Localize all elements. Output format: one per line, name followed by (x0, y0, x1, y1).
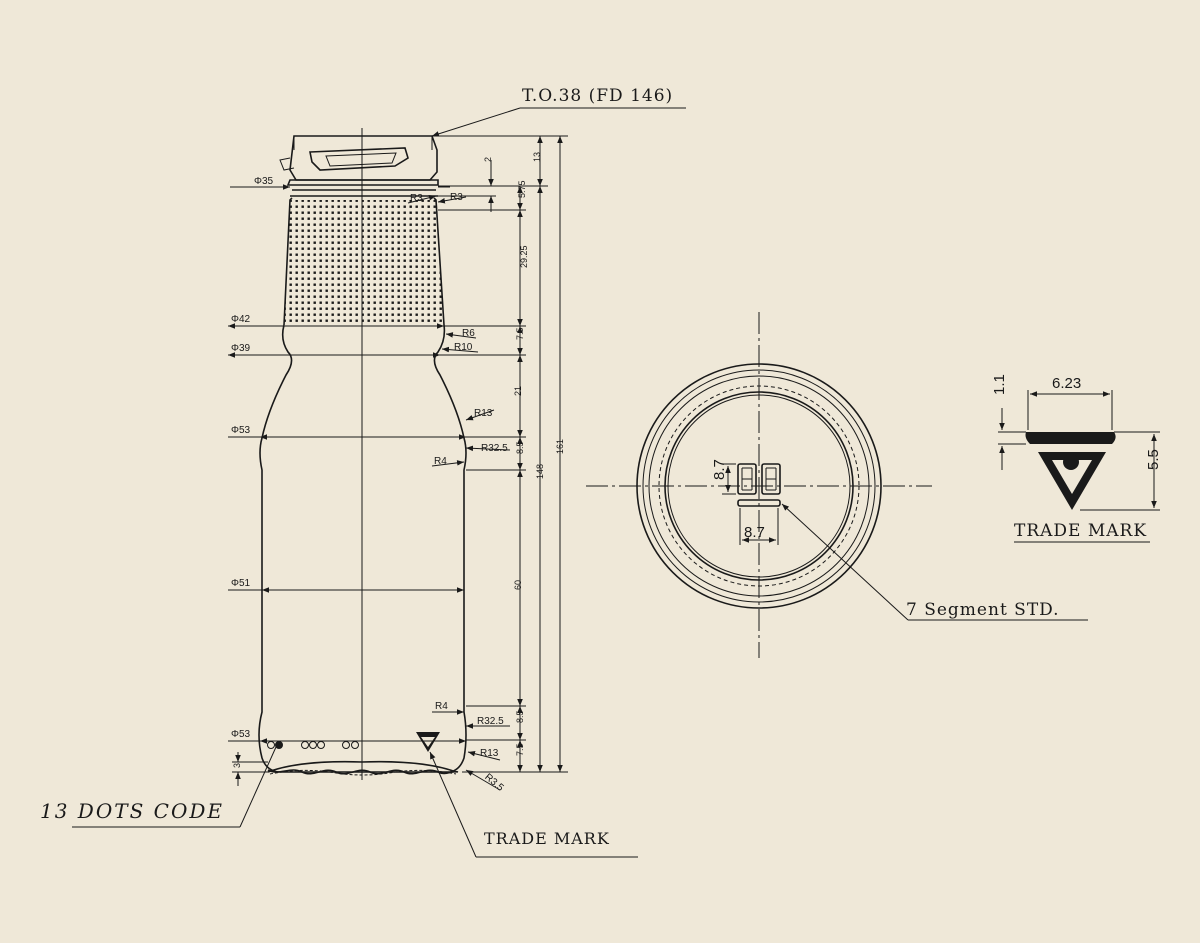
tm-height-label: 5.5 (1145, 449, 1162, 470)
dia-53-top-label: Φ53 (231, 425, 251, 436)
radius-r13-top-label: R13 (474, 408, 493, 419)
base-view: 8.7 8.7 7 Segment STD. (586, 312, 1088, 658)
segment-callout: 7 Segment STD. (906, 600, 1060, 620)
trade-mark-detail-callout: TRADE MARK (1014, 521, 1147, 541)
dia-39-label: Φ39 (231, 343, 251, 354)
height-60-label: 60 (513, 580, 523, 590)
radius-r3a-label: R3 (410, 193, 423, 204)
trade-mark-emboss (416, 732, 440, 752)
height-dimensions: 2 13 5.75 29.25 7.5 21 8.5 60 8.5 7.5 14… (432, 135, 568, 773)
height-148-label: 148 (535, 464, 545, 479)
height-2-label: 2 (483, 157, 493, 162)
dots-code-row (267, 741, 359, 749)
dots-code-callout: 13 DOTS CODE (40, 799, 224, 823)
height-8-5-bottom-label: 8.5 (515, 710, 525, 723)
neck-ring (290, 189, 438, 197)
radius-r10-label: R10 (454, 342, 473, 353)
height-13-label: 13 (532, 152, 542, 162)
radius-r3-5-label: R3.5 (482, 772, 506, 794)
trademark-detail: 6.23 1.1 5.5 TRADE MARK (991, 374, 1162, 543)
height-8-5-top-label: 8.5 (515, 441, 525, 454)
radius-r4-bottom-label: R4 (435, 701, 448, 712)
height-3-label: 3 (232, 763, 242, 768)
diameter-dimensions: Φ35 Φ42 Φ39 Φ53 Φ51 Φ53 3 (228, 176, 466, 786)
trade-mark-bottom-callout: TRADE MARK (484, 829, 610, 848)
height-29-25-label: 29.25 (519, 245, 529, 268)
bottle-body-outline (258, 324, 467, 776)
height-5-75-label: 5.75 (517, 180, 527, 198)
knurled-shoulder (283, 197, 445, 326)
tm-dot (1063, 454, 1079, 470)
dia-53-bottom-label: Φ53 (231, 729, 251, 740)
tm-width-label: 6.23 (1052, 375, 1081, 392)
seg-width-label: 8.7 (744, 524, 765, 541)
radius-r32-5-top-label: R32.5 (481, 443, 508, 454)
height-7-5-top-label: 7.5 (515, 327, 525, 340)
tm-top-bar (1025, 432, 1116, 444)
radius-r32-5-bottom-label: R32.5 (477, 716, 504, 727)
seven-segment-digits (737, 463, 781, 507)
leader-callouts: T.O.38 (FD 146) 13 DOTS CODE TRADE MARK (40, 86, 686, 858)
dia-42-label: Φ42 (231, 314, 251, 325)
radius-r6-label: R6 (462, 328, 475, 339)
radius-r4-top-label: R4 (434, 456, 447, 467)
dia-35-label: Φ35 (254, 176, 274, 187)
radius-callouts: R3 R3 R6 R10 R13 R32.5 R4 R4 R32.5 R13 R… (407, 192, 511, 794)
tm-bar-label: 1.1 (991, 374, 1008, 395)
height-161-label: 161 (555, 439, 565, 454)
radius-r13-bottom-label: R13 (480, 748, 499, 759)
closure-cap (279, 135, 439, 186)
dia-51-label: Φ51 (231, 578, 251, 589)
height-7-5-bottom-label: 7.5 (515, 743, 525, 756)
height-21-label: 21 (513, 386, 523, 396)
seg-height-label: 8.7 (711, 459, 728, 480)
bottle-side-view (258, 128, 467, 780)
closure-callout: T.O.38 (FD 146) (522, 86, 673, 106)
radius-r3b-label: R3 (450, 192, 463, 203)
